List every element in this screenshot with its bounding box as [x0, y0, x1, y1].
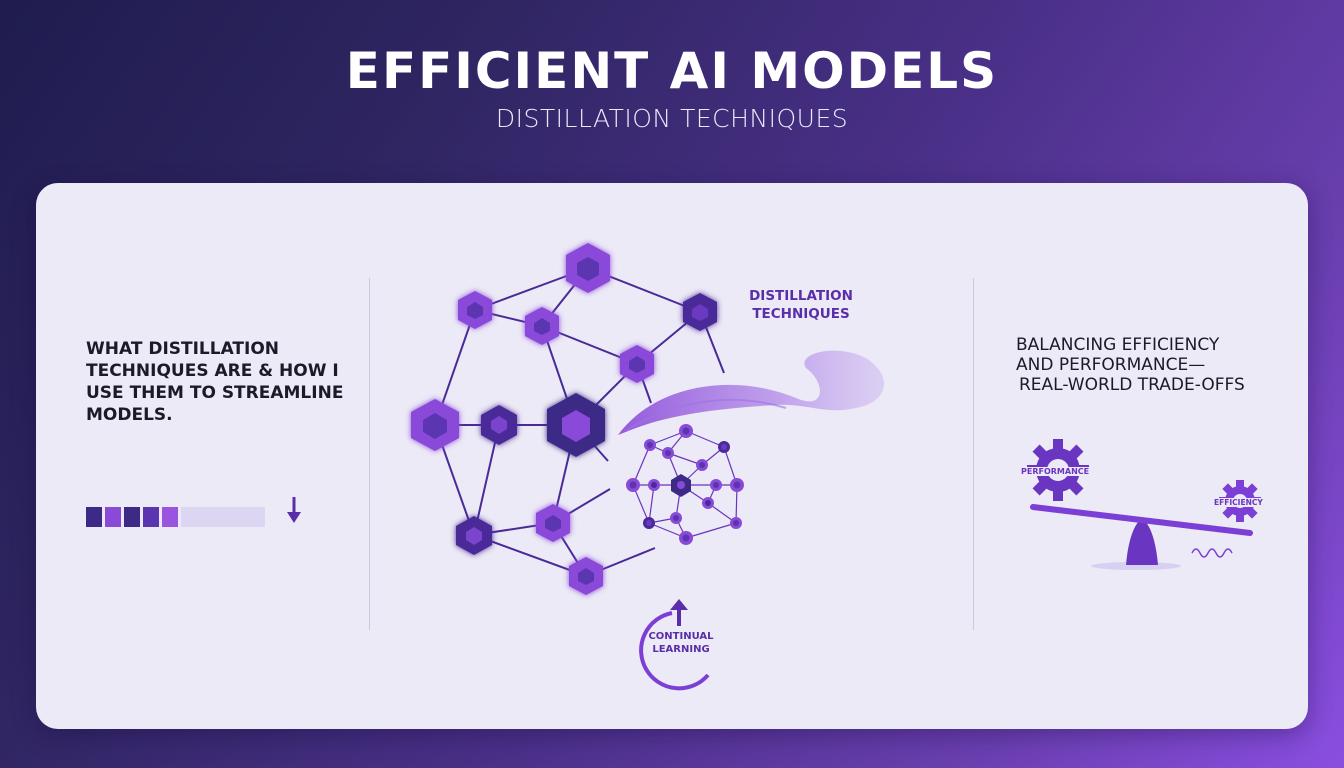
cycle-arrow-icon: [639, 599, 710, 691]
progress-segment: [162, 507, 178, 527]
distillation-flow-icon: [618, 350, 885, 435]
progress-bar: [86, 507, 265, 527]
network-node: [536, 504, 570, 542]
network-node: [525, 307, 559, 345]
network-node: [569, 557, 603, 595]
down-arrow-icon: [287, 497, 301, 523]
distillation-label-line1: DISTILLATION: [749, 288, 853, 304]
right-text-line1: BALANCING EFFICIENCY: [1016, 335, 1220, 355]
content-card: WHAT DISTILLATION TECHNIQUES ARE & HOW I…: [36, 183, 1308, 729]
distillation-label-line2: TECHNIQUES: [752, 306, 850, 322]
performance-gear-label: PERFORMANCE: [1020, 467, 1091, 476]
right-text-line3: REAL-WORLD TRADE-OFFS: [1019, 375, 1245, 395]
divider-left: [369, 278, 370, 630]
distilled-network-icon: [626, 424, 744, 545]
page-title: EFFICIENT AI MODELS: [345, 42, 999, 100]
network-node: [683, 293, 717, 331]
progress-segment: [105, 507, 121, 527]
divider-right: [973, 278, 974, 630]
continual-learning-line1: CONTINUAL: [648, 631, 714, 642]
network-node-central: [547, 393, 605, 457]
progress-segment: [124, 507, 140, 527]
left-panel-text: WHAT DISTILLATION TECHNIQUES ARE & HOW I…: [86, 339, 344, 425]
network-node: [620, 345, 654, 383]
continual-learning-line2: LEARNING: [652, 644, 710, 655]
progress-segment: [86, 507, 102, 527]
network-node: [411, 399, 459, 451]
network-node: [456, 516, 492, 555]
page-subtitle: DISTILLATION TECHNIQUES: [495, 104, 849, 133]
progress-remaining: [181, 507, 265, 527]
progress-segment: [143, 507, 159, 527]
right-panel-text: BALANCING EFFICIENCY AND PERFORMANCE— RE…: [1016, 335, 1286, 395]
network-node: [481, 405, 517, 445]
distillation-label: DISTILLATION TECHNIQUES: [736, 287, 866, 323]
efficiency-gear-label: EFFICIENCY: [1213, 498, 1264, 507]
network-node: [566, 243, 610, 293]
continual-learning-label: CONTINUAL LEARNING: [636, 630, 726, 656]
network-node: [458, 291, 492, 329]
right-text-line2: AND PERFORMANCE—: [1016, 355, 1206, 375]
